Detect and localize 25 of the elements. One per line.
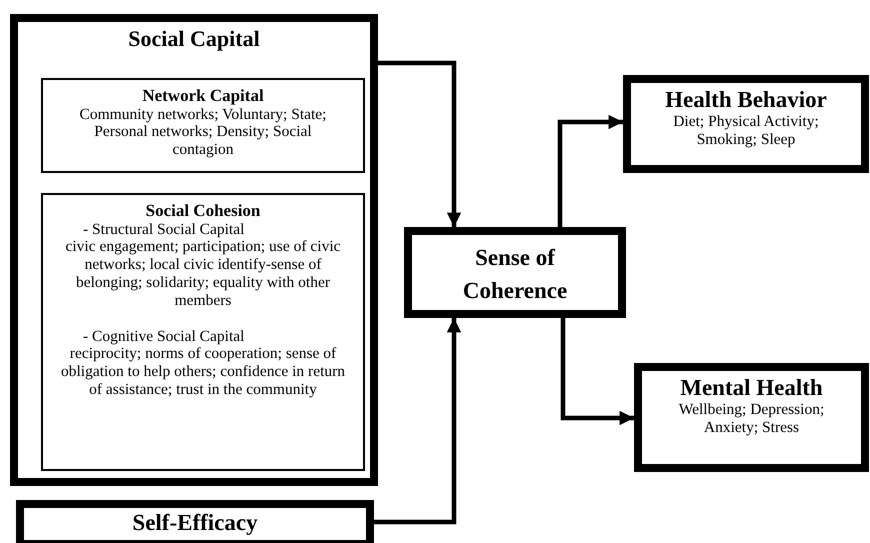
- heading: Network Capital: [141, 86, 265, 106]
- group-box: [10, 14, 378, 486]
- category-box: [41, 193, 365, 471]
- concept-box: [404, 227, 626, 318]
- description-text: Wellbeing; Depression; Anxiety; Stress: [678, 401, 826, 438]
- arrow: [378, 60, 462, 227]
- heading: Social Cohesion: [144, 201, 262, 221]
- description-text: civic engagement; participation; use of civic networks; local civic identify-sense of belonging; solidarity; equality with other members: [64, 238, 342, 310]
- category-box: [41, 78, 365, 173]
- arrow: [560, 318, 634, 426]
- heading: Social Capital: [127, 26, 261, 52]
- heading: Self-Efficacy: [131, 510, 259, 536]
- list-item: - Cognitive Social Capital: [82, 328, 246, 346]
- outcome-box: [634, 363, 869, 472]
- heading: Mental Health: [679, 375, 824, 402]
- description-text: Diet; Physical Activity; Smoking; Sleep: [672, 113, 820, 150]
- arrow: [374, 318, 462, 524]
- arrow: [558, 114, 623, 227]
- outcome-box: [623, 75, 869, 173]
- description-text: Community networks; Voluntary; State; Personal networks; Density; Social contagion: [78, 106, 328, 159]
- description-text: reciprocity; norms of cooperation; sense of obligation to help others; confidence in return of assistance; trust in the community: [60, 345, 346, 399]
- concept-box: [16, 500, 374, 543]
- list-item: - Structural Social Capital: [82, 220, 246, 238]
- heading: Sense of Coherence: [462, 244, 568, 306]
- heading: Health Behavior: [664, 87, 828, 114]
